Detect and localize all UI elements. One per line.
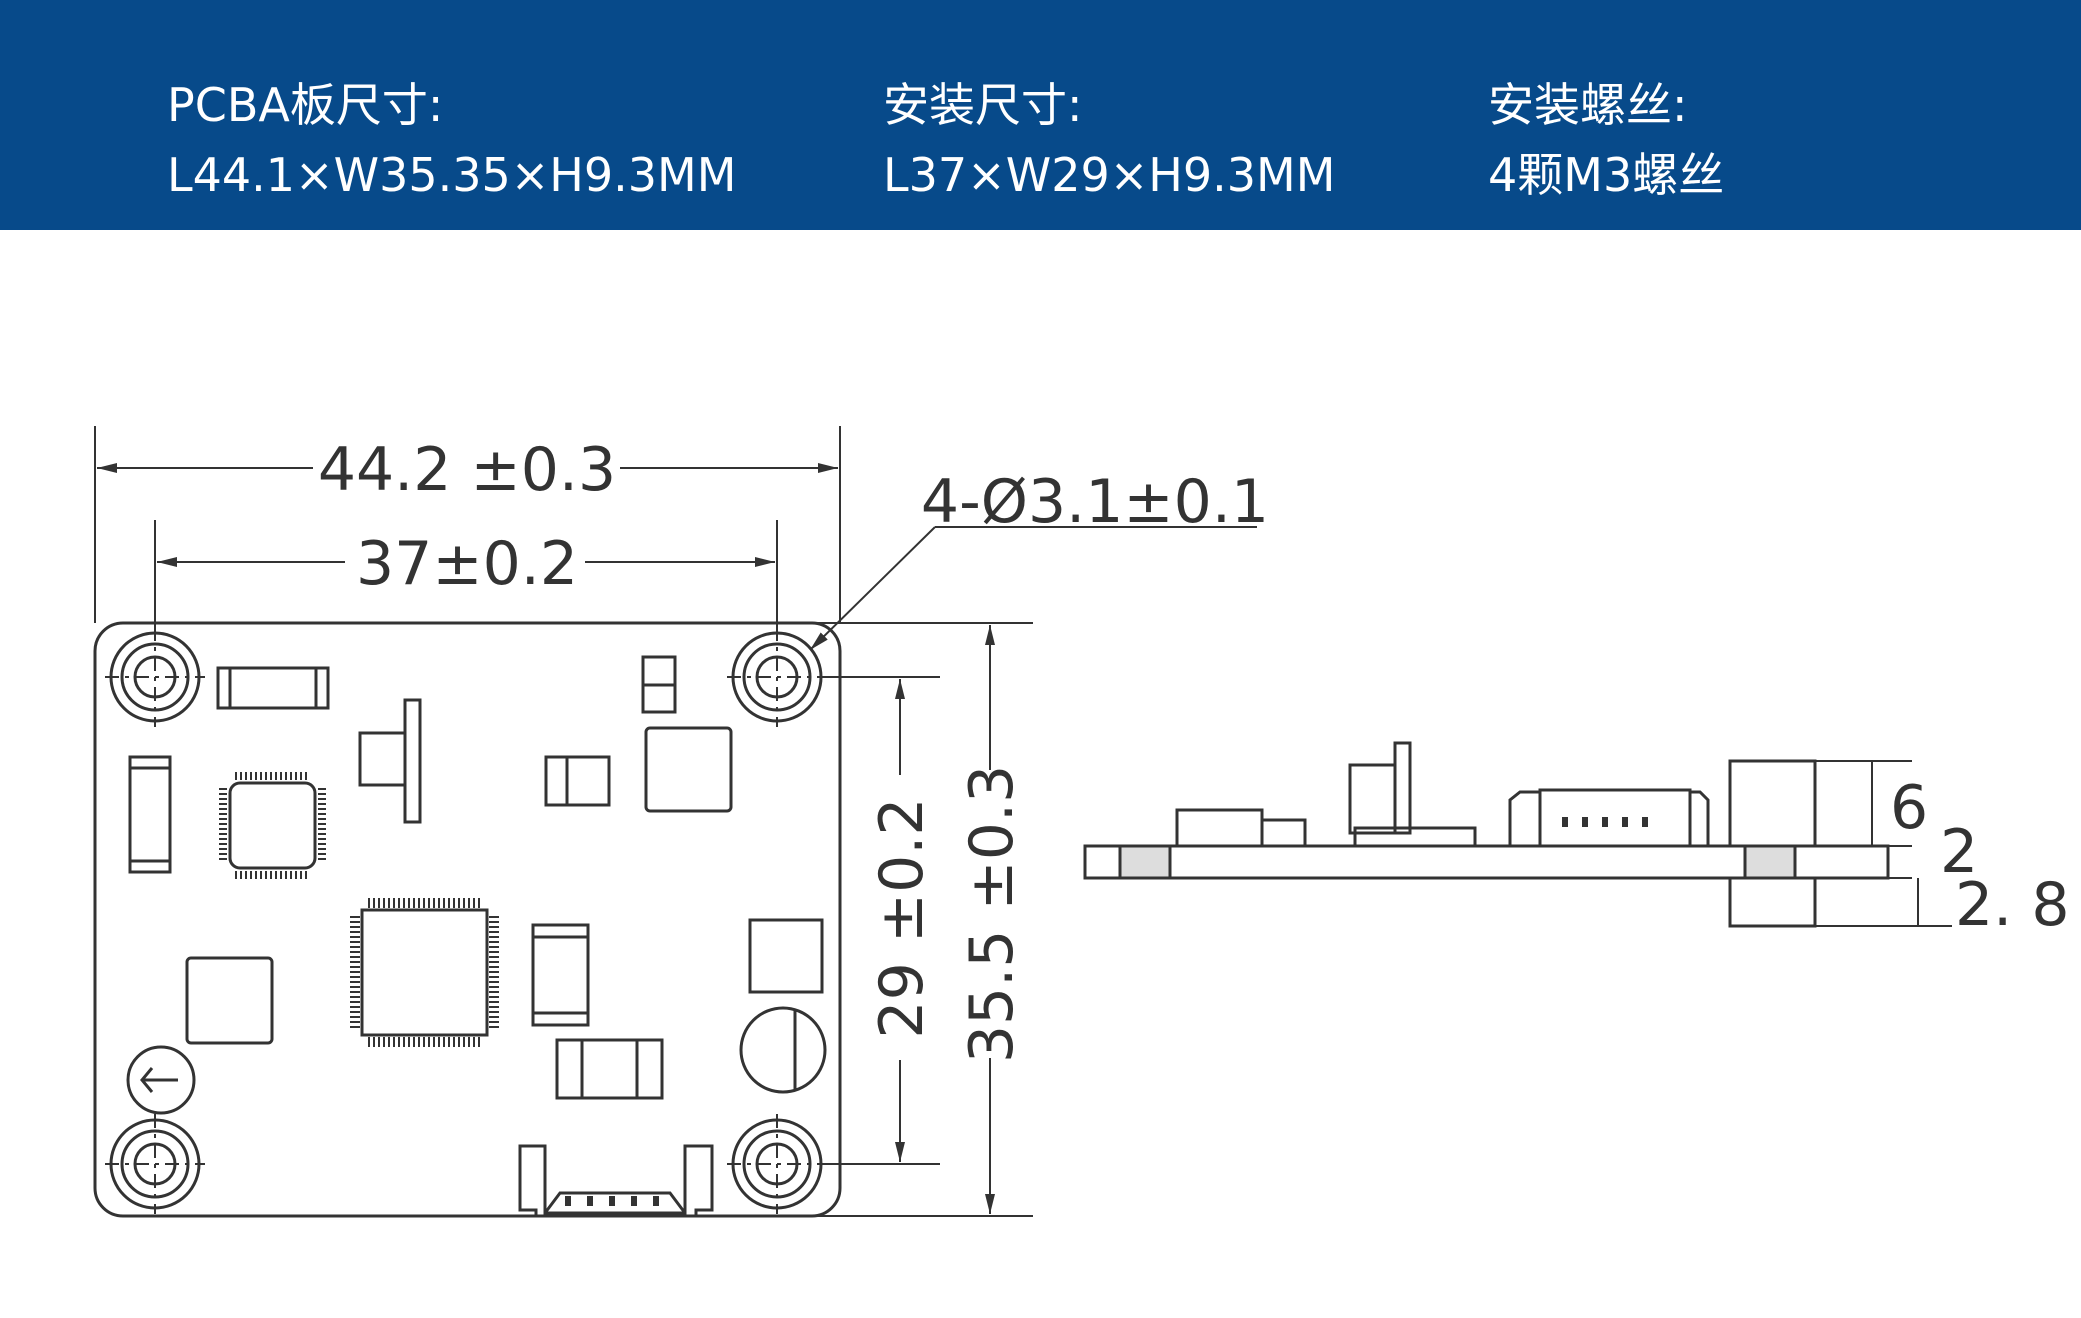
mounting-hole-top-right <box>725 625 829 729</box>
mount-size-spec: 安装尺寸: L37×W29×H9.3MM <box>883 70 1335 210</box>
top-view <box>93 426 1257 1218</box>
qfp-large-chip <box>350 898 499 1047</box>
hole-dim: 4-Ø3.1±0.1 <box>921 467 1269 537</box>
pcb-outline <box>93 621 842 1218</box>
vertical-switch <box>358 698 422 824</box>
round-buzzer <box>739 1006 827 1094</box>
mount-size-value: L37×W29×H9.3MM <box>883 148 1336 202</box>
side-bottom-component <box>1728 876 1817 928</box>
component-height-dim: 6 <box>1890 773 1928 843</box>
board-length-dim: 44.2 ±0.3 <box>318 435 616 505</box>
spec-header: PCBA板尺寸: L44.1×W35.35×H9.3MM 安装尺寸: L37×W… <box>0 0 2081 230</box>
connector-top-view <box>518 1144 714 1218</box>
pcba-size-label: PCBA板尺寸: <box>167 78 444 132</box>
diode-middle <box>531 923 590 1027</box>
mount-size-label: 安装尺寸: <box>883 78 1083 132</box>
resistor-top <box>216 666 330 710</box>
mount-width-dim: 29 ±0.2 <box>867 797 937 1038</box>
pcba-size-value: L44.1×W35.35×H9.3MM <box>167 148 737 202</box>
square-component-right <box>748 918 824 994</box>
screw-label: 安装螺丝: <box>1488 78 1688 132</box>
orientation-arrow-marker <box>126 1045 196 1115</box>
side-switch-base <box>1348 763 1397 835</box>
capacitor-bottom <box>555 1038 664 1100</box>
side-view <box>1083 741 1952 928</box>
side-component-a <box>1175 808 1264 848</box>
capacitor-mid <box>544 755 611 807</box>
mount-hole-side-right <box>1743 844 1797 880</box>
mount-hole-side-left <box>1118 844 1172 880</box>
side-tall-component <box>1728 759 1817 848</box>
screw-spec: 安装螺丝: 4颗M3螺丝 <box>1488 70 1724 210</box>
mounting-hole-top-left <box>103 625 207 729</box>
square-component-left <box>185 956 274 1045</box>
bottom-height-dim: 2. 8 <box>1955 870 2070 940</box>
side-component-b <box>1260 818 1307 848</box>
board-thickness-dim: 2 <box>1940 817 1978 887</box>
side-switch-pin <box>1393 741 1412 835</box>
board-width-dim: 35.5 ±0.3 <box>957 765 1027 1063</box>
mount-length-dim: 37±0.2 <box>356 529 578 599</box>
qfp-small-chip <box>219 772 326 879</box>
capacitor-left <box>128 755 172 874</box>
screw-value: 4颗M3螺丝 <box>1488 148 1725 202</box>
pcba-size-spec: PCBA板尺寸: L44.1×W35.35×H9.3MM <box>167 70 736 210</box>
side-connector <box>1508 788 1710 846</box>
side-switch-plate <box>1353 826 1477 848</box>
mounting-hole-bottom-left <box>103 1112 207 1216</box>
square-component-top <box>644 726 733 813</box>
mounting-hole-bottom-right <box>725 1112 829 1216</box>
